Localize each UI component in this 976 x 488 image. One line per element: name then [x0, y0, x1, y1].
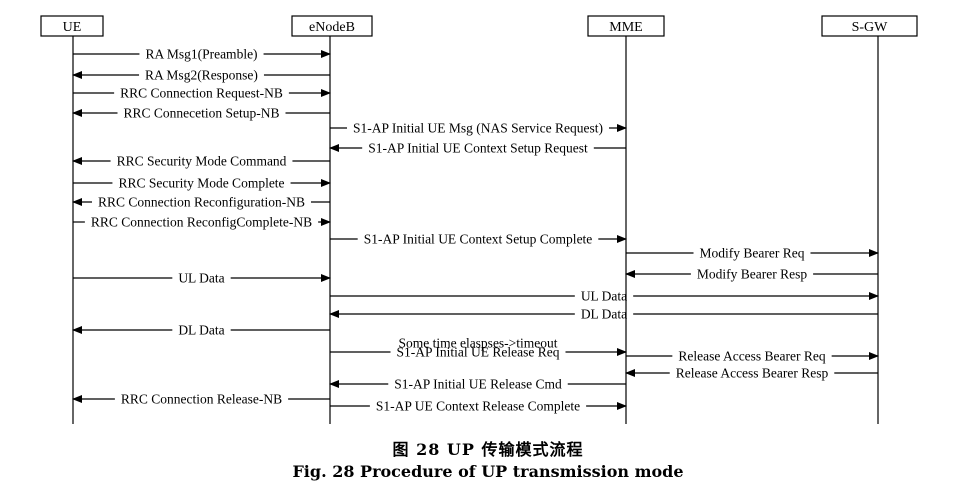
message-18: S1-AP Initial UE Release Req — [330, 345, 627, 360]
message-label: S1-AP Initial UE Msg (NAS Service Reques… — [353, 121, 603, 136]
message-label: S1-AP Initial UE Release Cmd — [394, 377, 562, 392]
entity-label-enb: eNodeB — [309, 20, 355, 35]
message-19: Release Access Bearer Req — [626, 349, 879, 364]
message-label: UL Data — [178, 271, 224, 286]
message-label: Release Access Bearer Req — [678, 349, 826, 364]
message-6: RRC Security Mode Command — [72, 154, 330, 169]
message-5: S1-AP Initial UE Context Setup Request — [329, 141, 626, 156]
message-14: UL Data — [330, 289, 879, 304]
message-label: RRC Connection Request-NB — [120, 86, 283, 101]
message-3: RRC Connecetion Setup-NB — [72, 106, 330, 121]
sequence-diagram: UE eNodeB MME S-GW RA Msg1(Preamble) RA Msg2… — [40, 15, 918, 424]
message-label: RRC Security Mode Complete — [118, 176, 284, 191]
message-0: RA Msg1(Preamble) — [73, 47, 331, 62]
entity-label-ue: UE — [63, 20, 82, 35]
message-label: Modify Bearer Req — [700, 246, 805, 261]
message-8: RRC Connection Reconfiguration-NB — [72, 195, 330, 210]
message-22: RRC Connection Release-NB — [72, 392, 330, 407]
message-15: DL Data — [329, 307, 878, 322]
message-label: Modify Bearer Resp — [697, 267, 807, 282]
message-label: RRC Connecetion Setup-NB — [124, 106, 280, 121]
message-16: DL Data — [72, 323, 330, 338]
message-10: S1-AP Initial UE Context Setup Complete — [330, 232, 627, 247]
message-label: DL Data — [178, 323, 224, 338]
message-20: Release Access Bearer Resp — [625, 366, 878, 381]
message-21: S1-AP Initial UE Release Cmd — [329, 377, 626, 392]
message-7: RRC Security Mode Complete — [73, 176, 331, 191]
message-label: RRC Connection Reconfiguration-NB — [98, 195, 305, 210]
entity-box-sgw — [821, 15, 918, 37]
message-label: RRC Connection Release-NB — [121, 392, 282, 407]
message-17: Some time elaspses->timeout — [398, 336, 557, 351]
message-label: S1-AP Initial UE Context Setup Request — [368, 141, 588, 156]
message-1: RA Msg2(Response) — [72, 68, 330, 83]
message-2: RRC Connection Request-NB — [73, 86, 331, 101]
figure-caption-english: Fig. 28 Procedure of UP transmission mod… — [292, 462, 684, 481]
entity-label-sgw: S-GW — [852, 20, 889, 35]
message-label: UL Data — [581, 289, 627, 304]
message-12: Modify Bearer Resp — [625, 267, 878, 282]
entity-box-mme — [587, 15, 665, 37]
message-4: S1-AP Initial UE Msg (NAS Service Reques… — [330, 121, 627, 136]
message-label: S1-AP Initial UE Context Setup Complete — [364, 232, 593, 247]
entity-label-mme: MME — [609, 20, 642, 35]
message-13: UL Data — [73, 271, 331, 286]
figure-caption-chinese: 图 28 UP 传输模式流程 — [392, 440, 584, 459]
entity-box-ue — [40, 15, 104, 37]
message-label: RRC Connection ReconfigComplete-NB — [91, 215, 312, 230]
message-label: RA Msg1(Preamble) — [145, 47, 257, 62]
message-label: S1-AP Initial UE Release Req — [397, 345, 560, 360]
message-23: S1-AP UE Context Release Complete — [330, 399, 627, 414]
message-label: Release Access Bearer Resp — [676, 366, 829, 381]
message-9: RRC Connection ReconfigComplete-NB — [73, 215, 331, 230]
message-label: S1-AP UE Context Release Complete — [376, 399, 580, 414]
message-label: RRC Security Mode Command — [117, 154, 287, 169]
message-label: Some time elaspses->timeout — [398, 336, 557, 351]
message-label: RA Msg2(Response) — [145, 68, 258, 83]
message-11: Modify Bearer Req — [626, 246, 879, 261]
entity-box-enb — [291, 15, 373, 37]
message-label: DL Data — [581, 307, 627, 322]
